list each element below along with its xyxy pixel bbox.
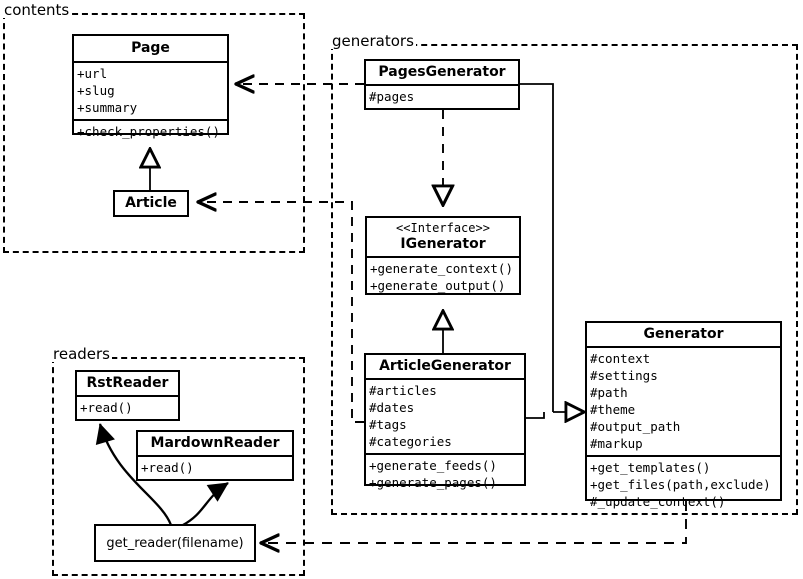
operation: +generate_output() <box>370 278 506 294</box>
package-contents-border <box>3 13 305 253</box>
operation: +check_properties() <box>77 124 220 140</box>
operation: #_update_context() <box>590 494 726 510</box>
package-readers-label: readers <box>51 345 112 363</box>
attribute: #context <box>590 351 651 367</box>
attribute: +slug <box>77 83 115 99</box>
class-mardown-reader-title: MardownReader <box>150 435 280 451</box>
class-igenerator-stereotype: <<Interface>> <box>396 221 490 235</box>
attribute: #articles <box>369 383 437 399</box>
operation: +read() <box>141 460 194 476</box>
class-generator-operations: +get_templates() +get_files(path,exclude… <box>587 455 780 513</box>
operation: +get_files(path,exclude) <box>590 477 771 493</box>
package-contents: contents <box>2 3 305 253</box>
class-pages-generator[interactable]: PagesGenerator #pages <box>364 59 520 110</box>
attribute: #pages <box>369 89 415 105</box>
operation: +generate_context() <box>370 261 513 277</box>
class-page[interactable]: Page +url +slug +summary +check_properti… <box>72 34 229 139</box>
attribute: +url <box>77 66 108 82</box>
class-rst-reader-operations: +read() <box>77 395 178 419</box>
function-get-reader-label: get_reader(filename) <box>106 535 244 551</box>
operation: +generate_feeds() <box>369 458 497 474</box>
package-readers-border <box>52 357 305 576</box>
class-igenerator-operations: +generate_context() +generate_output() <box>367 256 519 297</box>
class-page-operations: +check_properties() <box>74 119 227 143</box>
class-article-generator-attributes: #articles #dates #tags #categories <box>366 378 524 453</box>
package-generators: generators <box>330 34 798 515</box>
class-pages-generator-title: PagesGenerator <box>378 64 506 80</box>
operation: +get_templates() <box>590 460 711 476</box>
class-article-generator-operations: +generate_feeds() +generate_pages() <box>366 453 524 494</box>
function-get-reader[interactable]: get_reader(filename) <box>94 524 256 562</box>
class-mardown-reader[interactable]: MardownReader +read() <box>136 430 294 481</box>
operation: +read() <box>80 400 133 416</box>
class-pages-generator-attributes: #pages <box>366 84 518 108</box>
package-contents-label: contents <box>2 1 72 19</box>
package-generators-border <box>331 44 798 515</box>
class-rst-reader-title: RstReader <box>86 375 169 391</box>
class-igenerator-title: <<Interface>> IGenerator <box>367 218 519 256</box>
attribute: +summary <box>77 100 138 116</box>
attribute: #markup <box>590 436 643 452</box>
attribute: #dates <box>369 400 415 416</box>
class-igenerator[interactable]: <<Interface>> IGenerator +generate_conte… <box>365 216 521 295</box>
package-generators-label: generators <box>330 32 416 50</box>
class-generator-attributes: #context #settings #path #theme #output_… <box>587 346 780 455</box>
operation: +generate_pages() <box>369 475 497 491</box>
attribute: #theme <box>590 402 636 418</box>
class-page-title: Page <box>131 40 170 56</box>
class-article-generator[interactable]: ArticleGenerator #articles #dates #tags … <box>364 353 526 490</box>
attribute: #tags <box>369 417 407 433</box>
class-generator-title: Generator <box>643 326 724 342</box>
class-article-generator-title: ArticleGenerator <box>379 358 511 374</box>
class-mardown-reader-operations: +read() <box>138 455 292 479</box>
package-readers: readers <box>51 347 305 576</box>
attribute: #categories <box>369 434 452 450</box>
class-page-attributes: +url +slug +summary <box>74 61 227 119</box>
class-article-title: Article <box>125 195 177 211</box>
attribute: #output_path <box>590 419 681 435</box>
class-generator[interactable]: Generator #context #settings #path #them… <box>585 321 782 509</box>
class-rst-reader[interactable]: RstReader +read() <box>75 370 180 421</box>
class-igenerator-name: IGenerator <box>400 236 486 253</box>
class-article[interactable]: Article <box>113 190 189 217</box>
attribute: #settings <box>590 368 658 384</box>
attribute: #path <box>590 385 628 401</box>
